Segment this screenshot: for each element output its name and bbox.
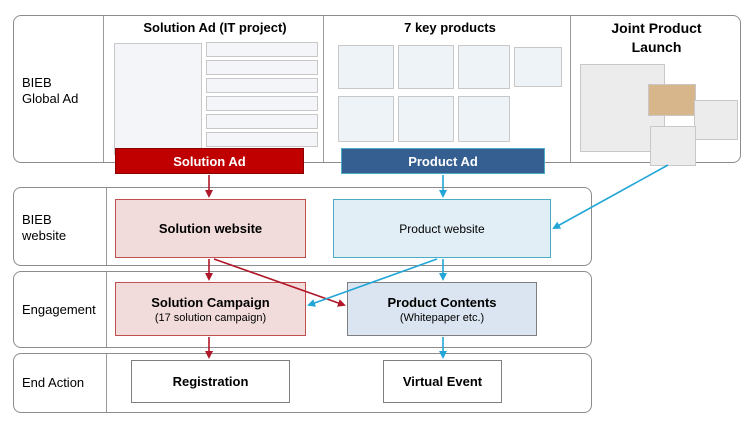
column-title-joint: Joint Product Launch: [611, 20, 702, 55]
arrow-product-website-to-solution-campaign: [307, 258, 438, 307]
column-title-solution: Solution Ad (IT project): [143, 20, 287, 35]
solution-ad-banner: [206, 42, 318, 57]
joint-launch-box-image: [694, 100, 738, 140]
row-label-engagement: Engagement: [22, 302, 96, 317]
solution-campaign-subtitle: (17 solution campaign): [154, 311, 267, 324]
joint-launch-box-image: [650, 126, 696, 166]
solution-ad-banner: [206, 132, 318, 147]
product-ad-thumbnail: [514, 47, 562, 87]
divider-label-global: [103, 16, 104, 162]
solution-ad-banner: [206, 78, 318, 93]
column-title-products: 7 key products: [404, 20, 496, 35]
product-ad-thumbnail: [398, 45, 454, 89]
solution-ad-banner: [206, 60, 318, 75]
product-contents-title: Product Contents: [387, 294, 497, 310]
row-label-global-ad: BIEB Global Ad: [22, 75, 79, 106]
product-contents-subtitle: (Whitepaper etc.): [399, 311, 485, 324]
solution-ad-banner: [206, 114, 318, 129]
divider-label-website: [106, 188, 107, 265]
divider-label-engagement: [106, 272, 107, 347]
virtual-event-box: Virtual Event: [383, 360, 502, 403]
row-label-website: BIEB website: [22, 212, 67, 243]
solution-ad-banner: [206, 96, 318, 111]
product-contents-box: Product Contents (Whitepaper etc.): [347, 282, 537, 336]
product-ad-thumbnail: [338, 96, 394, 142]
solution-campaign-title: Solution Campaign: [151, 294, 270, 310]
registration-box: Registration: [131, 360, 290, 403]
joint-launch-box-image: [648, 84, 696, 116]
solution-ad-bar: Solution Ad: [115, 148, 304, 174]
divider-solution-products: [323, 16, 324, 162]
solution-campaign-box: Solution Campaign (17 solution campaign): [115, 282, 306, 336]
arrow-solution-website-to-product-contents: [213, 258, 346, 307]
row-label-end-action: End Action: [22, 375, 85, 390]
product-ad-thumbnail: [458, 96, 510, 142]
product-ad-thumbnail: [338, 45, 394, 89]
divider-label-end: [106, 354, 107, 412]
divider-products-joint: [570, 16, 571, 162]
arrow-joint-launch-to-product-website: [552, 164, 669, 229]
solution-website-box: Solution website: [115, 199, 306, 258]
product-ad-thumbnail: [398, 96, 454, 142]
product-ad-bar: Product Ad: [341, 148, 545, 174]
product-ad-thumbnail: [458, 45, 510, 89]
product-website-box: Product website: [333, 199, 551, 258]
